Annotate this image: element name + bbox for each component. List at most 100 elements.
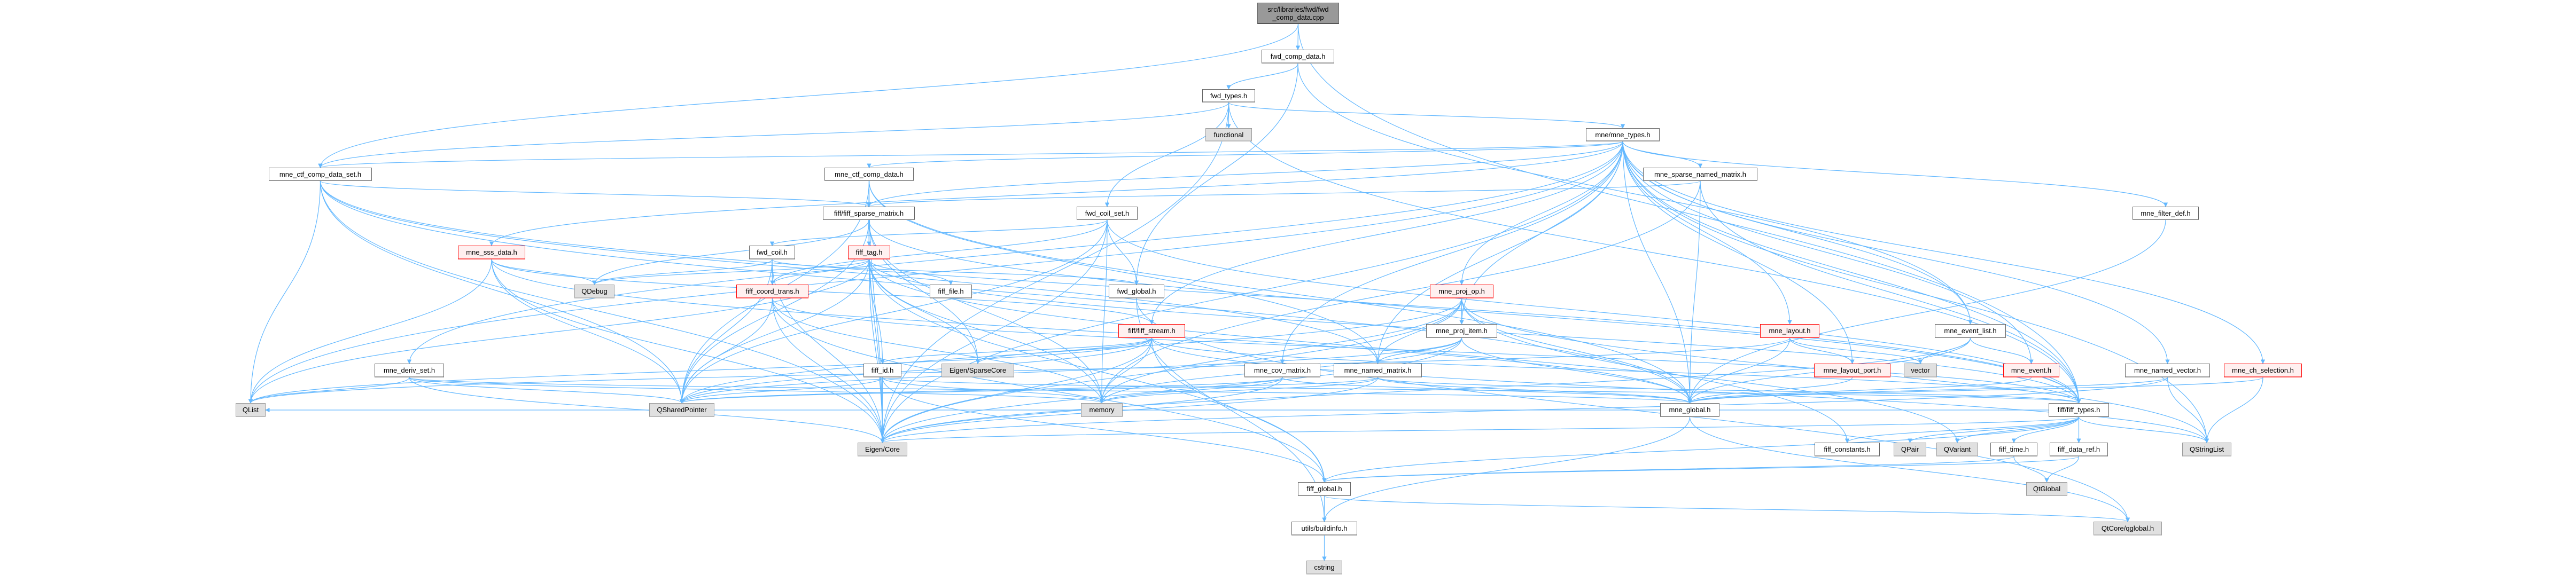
edge-fifftypes-to-qstringlist bbox=[2078, 416, 2209, 443]
edge-mnetypes-to-deriv bbox=[407, 141, 1623, 364]
edge-cpp-to-fifftypes bbox=[1297, 23, 2081, 404]
edge-coil-to-qdebug bbox=[592, 259, 773, 285]
node-fiffglobal[interactable]: fiff_global.h bbox=[1298, 482, 1351, 496]
edge-fcdh-to-eventlist bbox=[1297, 63, 1973, 325]
edge-deriv-to-mneglobal bbox=[409, 377, 1692, 404]
node-fwdtypes[interactable]: fwd_types.h bbox=[1202, 89, 1255, 103]
node-qstringlist[interactable]: QStringList bbox=[2182, 443, 2231, 456]
edge-fifftypes-to-eigencore bbox=[881, 416, 2080, 443]
edge-mnetypes-to-eigencore bbox=[880, 141, 1623, 443]
node-eigencore[interactable]: Eigen/Core bbox=[858, 443, 907, 456]
node-tag[interactable]: fiff_tag.h bbox=[848, 246, 890, 259]
node-qlist[interactable]: QList bbox=[236, 403, 266, 417]
node-deriv[interactable]: mne_deriv_set.h bbox=[375, 364, 444, 377]
node-time[interactable]: fiff_time.h bbox=[1990, 443, 2037, 456]
node-fcdh[interactable]: fwd_comp_data.h bbox=[1262, 50, 1334, 64]
node-label: mne_layout.h bbox=[1769, 327, 1811, 335]
edge-tag-to-qlist bbox=[248, 259, 870, 404]
edge-ctfset-to-mneglobal bbox=[320, 180, 1692, 404]
node-label: fiff/fiff_types.h bbox=[2057, 406, 2100, 414]
node-label: cstring bbox=[1314, 563, 1335, 571]
node-sparsecore[interactable]: Eigen/SparseCore bbox=[941, 364, 1014, 377]
node-sss[interactable]: mne_sss_data.h bbox=[458, 246, 525, 259]
node-qshared[interactable]: QSharedPointer bbox=[649, 403, 714, 417]
edge-fiffsparse-to-qdebug bbox=[592, 219, 869, 285]
node-chsel[interactable]: mne_ch_selection.h bbox=[2224, 364, 2302, 377]
edge-projitem-to-namedmat bbox=[1375, 337, 1462, 364]
edge-mnetypes-to-filterdef bbox=[1622, 141, 2168, 207]
edge-mnetypes-to-event bbox=[1622, 141, 2034, 364]
node-ctfset[interactable]: mne_ctf_comp_data_set.h bbox=[269, 168, 372, 181]
node-projop[interactable]: mne_proj_op.h bbox=[1430, 285, 1493, 298]
node-qdebug[interactable]: QDebug bbox=[574, 285, 614, 298]
edge-eventlist-to-eigencore bbox=[880, 337, 1971, 443]
node-qpair[interactable]: QPair bbox=[1894, 443, 1926, 456]
node-layoutport[interactable]: mne_layout_port.h bbox=[1814, 364, 1890, 377]
node-constants[interactable]: fiff_constants.h bbox=[1815, 443, 1880, 456]
node-fiffid[interactable]: fiff_id.h bbox=[863, 364, 901, 377]
edge-fwdtypes-to-eigencore bbox=[880, 102, 1229, 443]
edge-mnetypes-to-fiffsparse bbox=[866, 141, 1623, 207]
edge-ctfset-to-fifftypes bbox=[320, 180, 2081, 404]
node-ctfdata[interactable]: mne_ctf_comp_data.h bbox=[824, 168, 914, 181]
node-label: mne_global.h bbox=[1669, 406, 1711, 414]
node-memory[interactable]: memory bbox=[1081, 403, 1123, 417]
node-projitem[interactable]: mne_proj_item.h bbox=[1426, 324, 1497, 338]
node-cpp[interactable]: src/libraries/fwd/fwd_comp_data.cpp bbox=[1257, 3, 1339, 24]
node-event[interactable]: mne_event.h bbox=[2003, 364, 2059, 377]
node-dataref[interactable]: fiff_data_ref.h bbox=[2050, 443, 2108, 456]
node-fifffile[interactable]: fiff_file.h bbox=[930, 285, 972, 298]
edge-ctfset-to-qshared bbox=[320, 180, 684, 404]
node-sparsenamed[interactable]: mne_sparse_named_matrix.h bbox=[1643, 168, 1757, 181]
node-label: fwd_coil_set.h bbox=[1085, 209, 1130, 217]
node-vector[interactable]: vector bbox=[1904, 364, 1937, 377]
edge-coil-to-fwdglobal bbox=[772, 259, 1139, 285]
node-fwdglobal[interactable]: fwd_global.h bbox=[1109, 285, 1164, 298]
node-fifftypes[interactable]: fiff/fiff_types.h bbox=[2049, 403, 2109, 417]
node-label: functional bbox=[1213, 130, 1244, 139]
node-fiffsparse[interactable]: fiff/fiff_sparse_matrix.h bbox=[823, 207, 915, 220]
node-layout[interactable]: mne_layout.h bbox=[1760, 324, 1819, 338]
edge-tag-to-fifffile bbox=[868, 259, 953, 285]
edge-sparsenamed-to-fifftypes bbox=[1700, 180, 2081, 404]
node-label: QDebug bbox=[581, 287, 608, 295]
node-qglobal[interactable]: QtCore/qglobal.h bbox=[2094, 522, 2162, 535]
node-mnetypes[interactable]: mne/mne_types.h bbox=[1586, 128, 1660, 141]
edge-namedmat-to-memory bbox=[1099, 377, 1379, 404]
node-qtglobal[interactable]: QtGlobal bbox=[2026, 482, 2067, 496]
node-eventlist[interactable]: mne_event_list.h bbox=[1935, 324, 2006, 338]
node-coilset[interactable]: fwd_coil_set.h bbox=[1077, 207, 1138, 220]
node-label: fiff_time.h bbox=[1998, 445, 2029, 453]
node-label: QtCore/qglobal.h bbox=[2101, 524, 2154, 532]
edge-projop-to-namedmat bbox=[1375, 298, 1462, 364]
node-label: mne_deriv_set.h bbox=[383, 366, 435, 374]
node-stream[interactable]: fiff/fiff_stream.h bbox=[1118, 324, 1185, 338]
node-buildinfo[interactable]: utils/buildinfo.h bbox=[1291, 522, 1357, 535]
edge-mnetypes-to-namedvec bbox=[1622, 141, 2170, 364]
node-cstring[interactable]: cstring bbox=[1306, 561, 1342, 574]
edge-layout-to-qlist bbox=[248, 337, 1791, 404]
edge-sss-to-qshared bbox=[491, 259, 684, 404]
edge-sss-to-stream bbox=[491, 259, 1154, 325]
node-coordtrans[interactable]: fiff_coord_trans.h bbox=[736, 285, 808, 298]
edge-mnetypes-to-qstringlist bbox=[1622, 141, 2209, 443]
edge-sss-to-qlist bbox=[248, 259, 492, 404]
node-namedmat[interactable]: mne_named_matrix.h bbox=[1334, 364, 1422, 377]
edge-namedvec-to-mneglobal bbox=[1687, 377, 2168, 404]
node-cov[interactable]: mne_cov_matrix.h bbox=[1244, 364, 1320, 377]
edge-tag-to-qdebug bbox=[592, 259, 870, 285]
node-label: fwd_global.h bbox=[1117, 287, 1156, 295]
node-mneglobal[interactable]: mne_global.h bbox=[1660, 403, 1719, 417]
node-coil[interactable]: fwd_coil.h bbox=[749, 246, 795, 259]
node-qvariant[interactable]: QVariant bbox=[1936, 443, 1978, 456]
edge-ctfset-to-namedmat bbox=[320, 180, 1380, 364]
edge-ctfset-to-fiffsparse bbox=[320, 180, 871, 207]
node-functional[interactable]: functional bbox=[1205, 128, 1252, 141]
edge-projop-to-memory bbox=[1099, 298, 1462, 404]
node-filterdef[interactable]: mne_filter_def.h bbox=[2133, 207, 2199, 220]
edge-namedvec-to-qstringlist bbox=[2167, 377, 2209, 443]
edge-mnetypes-to-namedmat bbox=[1375, 141, 1623, 364]
edge-sss-to-mneglobal bbox=[491, 259, 1692, 404]
node-namedvec[interactable]: mne_named_vector.h bbox=[2125, 364, 2210, 377]
